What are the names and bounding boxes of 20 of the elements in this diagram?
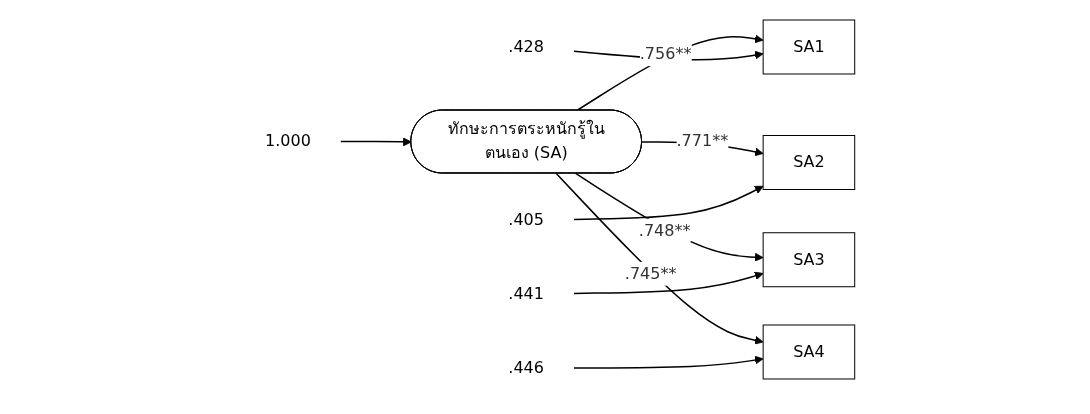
node-box: SA2 bbox=[762, 134, 856, 190]
node-box: SA3 bbox=[762, 231, 856, 287]
arrow bbox=[340, 137, 412, 146]
arrow bbox=[573, 185, 764, 220]
node-text: 1.000 bbox=[265, 131, 311, 150]
edge-label: .748** bbox=[638, 220, 691, 240]
arrow bbox=[555, 172, 764, 345]
arrow bbox=[573, 271, 764, 294]
node-box: SA1 bbox=[762, 19, 856, 74]
node-text: .446 bbox=[508, 357, 545, 377]
edge-label: .771** bbox=[676, 131, 729, 150]
edge-label: .756** bbox=[639, 43, 692, 63]
node-text: .441 bbox=[508, 283, 545, 303]
node-text: .428 bbox=[508, 36, 545, 56]
edge-label: .745** bbox=[624, 263, 677, 283]
arrow bbox=[573, 355, 764, 369]
node-text: .405 bbox=[508, 209, 545, 229]
arrow bbox=[575, 172, 764, 262]
arrow bbox=[576, 34, 764, 111]
node-box: SA4 bbox=[762, 324, 856, 379]
